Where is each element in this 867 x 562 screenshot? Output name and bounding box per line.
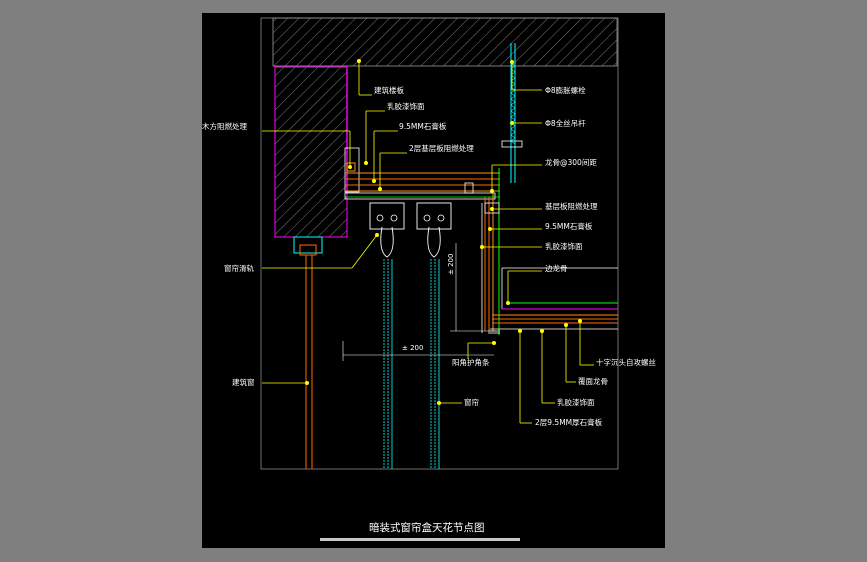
curtain-box-layers (344, 147, 500, 335)
label-corner-guard: 阳角护角条 (452, 357, 490, 367)
hanging-rod (501, 43, 523, 183)
concrete-slab (272, 17, 618, 67)
label-gypsum-2: 9.5MM石膏板 (545, 221, 593, 231)
curtains (383, 259, 440, 469)
label-gypsum-2layer: 2层9.5MM厚石膏板 (535, 417, 603, 427)
label-edge-keel: 边龙骨 (545, 263, 568, 273)
label-wood-fireproof: 木方阻燃处理 (202, 121, 247, 131)
horizontal-scrollbar[interactable] (320, 538, 520, 541)
label-gypsum-1: 9.5MM石膏板 (399, 121, 447, 131)
wall-beam (274, 66, 348, 238)
label-latex-paint-2: 乳胶漆饰面 (545, 241, 583, 251)
label-base-fireproof: 基层板阻燃处理 (545, 201, 598, 211)
label-building-slab: 建筑楼板 (374, 85, 404, 95)
label-cover-keel: 覆面龙骨 (578, 376, 608, 386)
dimension-200-vertical: ± 200 (447, 254, 455, 275)
label-cross-screw: 十字沉头自攻螺丝 (596, 357, 656, 367)
dimensions (342, 243, 496, 361)
label-latex-paint-3: 乳胶漆饰面 (557, 397, 595, 407)
label-building-window: 建筑窗 (232, 377, 255, 387)
label-full-thread-rod: Φ8全丝吊杆 (545, 118, 586, 128)
ceiling-board (488, 267, 618, 334)
curtain-box-ceiling-node-drawing: 建筑楼板 乳胶漆饰面 9.5MM石膏板 木方阻燃处理 2层基层板阻燃处理 Φ8膨… (202, 17, 656, 534)
label-base-fireproof-2layer: 2层基层板阻燃处理 (409, 143, 474, 153)
leader-lines (262, 59, 594, 424)
label-curtain: 窗帘 (464, 397, 479, 407)
curtain-tracks (369, 202, 452, 258)
cad-viewport[interactable]: 建筑楼板 乳胶漆饰面 9.5MM石膏板 木方阻燃处理 2层基层板阻燃处理 Φ8膨… (202, 13, 665, 548)
dimension-200-horizontal: ± 200 (402, 344, 423, 352)
label-keel-spacing: 龙骨@300间距 (545, 157, 597, 167)
label-curtain-rail: 窗帘滑轨 (224, 263, 254, 273)
label-expansion-bolt: Φ8膨胀螺栓 (545, 85, 586, 95)
window-frame (293, 236, 323, 469)
label-latex-paint-1: 乳胶漆饰面 (387, 101, 425, 111)
labels: 建筑楼板 乳胶漆饰面 9.5MM石膏板 木方阻燃处理 2层基层板阻燃处理 Φ8膨… (202, 85, 656, 534)
drawing-title: 暗装式窗帘盒天花节点图 (369, 521, 485, 534)
